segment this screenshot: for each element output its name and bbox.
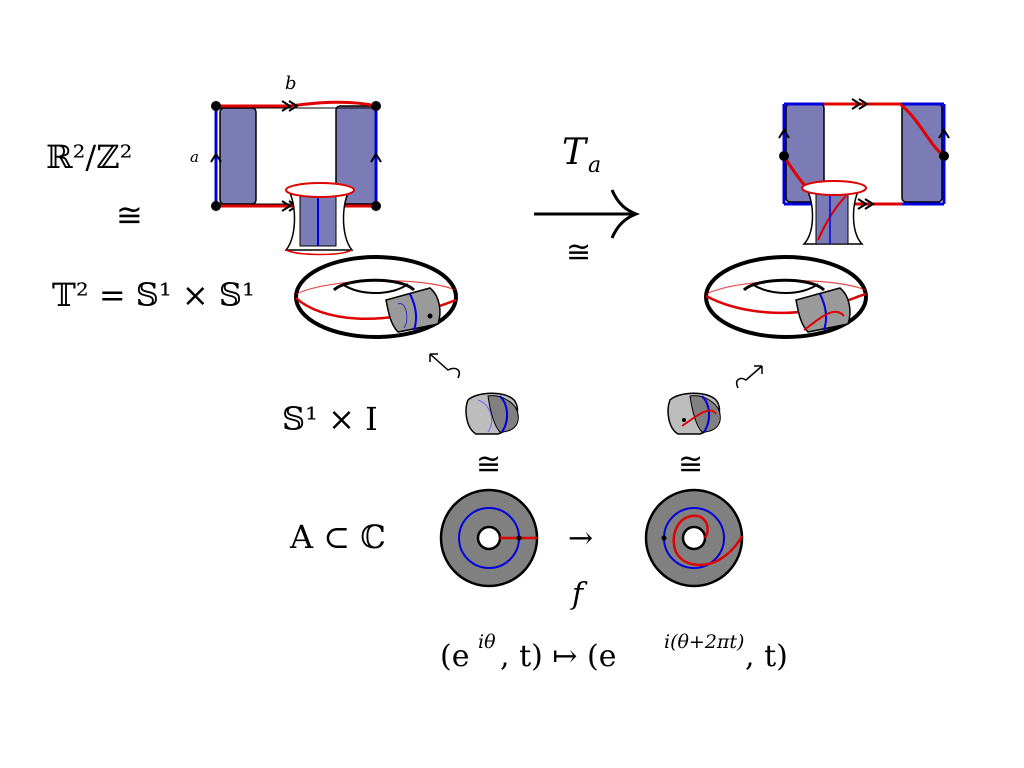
cylinder-label: 𝕊¹ × I [282, 400, 378, 438]
cong-mid-left-label: ≅ [476, 447, 501, 482]
map-f-label: f [570, 577, 588, 612]
cong-left-label: ≅ [116, 196, 143, 234]
map-arrow: → [568, 521, 593, 556]
annulus-label: A ⊂ ℂ [289, 518, 386, 556]
right-square [778, 98, 950, 245]
left-torus [294, 255, 458, 339]
left-hook-arrow [429, 353, 460, 379]
formula-left-exp: iθ [478, 631, 496, 653]
formula-right-rest: , t) [745, 639, 788, 674]
right-annulus [644, 488, 744, 588]
formula-right-exp: i(θ+2πt) [664, 631, 744, 653]
torus-label: 𝕋² = 𝕊¹ × 𝕊¹ [52, 276, 255, 314]
right-torus [704, 255, 868, 339]
edge-a-label: a [190, 148, 199, 166]
right-cylinder [667, 392, 721, 435]
left-square [210, 100, 382, 256]
left-annulus [439, 488, 539, 588]
edge-b-label: b [285, 73, 297, 94]
right-hook-arrow [735, 365, 763, 389]
formula-left: (e [440, 639, 469, 674]
quotient-label: ℝ²/ℤ² [46, 138, 132, 176]
left-cylinder [465, 392, 519, 435]
cong-twist-label: ≅ [566, 235, 591, 270]
twist-arrow [534, 189, 641, 239]
twist-label: T [562, 132, 589, 173]
formula: (e iθ , t) ↦ (e i(θ+2πt) , t) [440, 631, 788, 674]
twist-subscript: a [588, 153, 601, 178]
formula-left-rest: , t) ↦ (e [500, 639, 617, 674]
cong-mid-right-label: ≅ [678, 447, 703, 482]
